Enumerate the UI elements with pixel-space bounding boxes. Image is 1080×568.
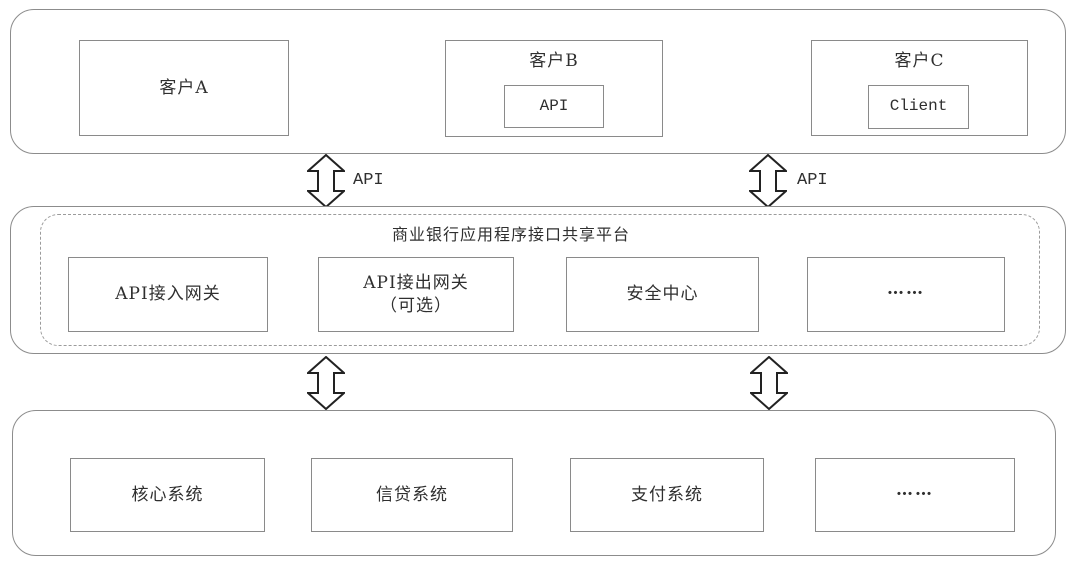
- security-center-label: 安全中心: [626, 284, 699, 305]
- platform-title: 商业银行应用程序接口共享平台: [391, 225, 630, 244]
- platform-dashed-frame: [40, 214, 1040, 346]
- client-a-box: 客户A: [79, 40, 289, 136]
- clients-tier-container: 客户A 客户B API 客户C Client: [10, 9, 1066, 154]
- api-arrow-label-right: API: [797, 171, 828, 190]
- payment-system-label: 支付系统: [631, 484, 703, 505]
- api-out-gateway-label: API接出网关: [363, 272, 469, 293]
- platform-more-box: ……: [807, 257, 1005, 332]
- client-a-label: 客户A: [159, 77, 209, 98]
- systems-more-box: ……: [815, 458, 1015, 532]
- client-c-box: 客户C Client: [811, 40, 1028, 136]
- ellipsis-label: ……: [896, 479, 934, 500]
- client-c-client-box: Client: [868, 85, 969, 129]
- core-system-box: 核心系统: [70, 458, 265, 532]
- credit-system-box: 信贷系统: [311, 458, 513, 532]
- credit-system-label: 信贷系统: [376, 484, 448, 505]
- core-system-label: 核心系统: [131, 484, 204, 505]
- client-c-label: 客户C: [894, 51, 945, 71]
- api-arrow-label-left: API: [353, 171, 384, 190]
- client-b-api-box: API: [504, 85, 604, 128]
- api-out-gateway-box: API接出网关 （可选）: [318, 257, 514, 332]
- ellipsis-label: ……: [887, 278, 925, 299]
- double-arrow-icon: [749, 154, 787, 208]
- double-arrow-icon: [750, 356, 788, 410]
- client-b-box: 客户B API: [445, 40, 663, 137]
- client-b-label: 客户B: [529, 51, 579, 71]
- api-out-gateway-label-optional: （可选）: [380, 295, 452, 316]
- double-arrow-icon: [307, 154, 345, 208]
- client-b-api-label: API: [539, 96, 569, 115]
- payment-system-box: 支付系统: [570, 458, 764, 532]
- api-in-gateway-box: API接入网关: [68, 257, 268, 332]
- client-c-client-label: Client: [889, 97, 948, 116]
- double-arrow-icon: [307, 356, 345, 410]
- api-in-gateway-label: API接入网关: [115, 284, 221, 305]
- security-center-box: 安全中心: [566, 257, 759, 332]
